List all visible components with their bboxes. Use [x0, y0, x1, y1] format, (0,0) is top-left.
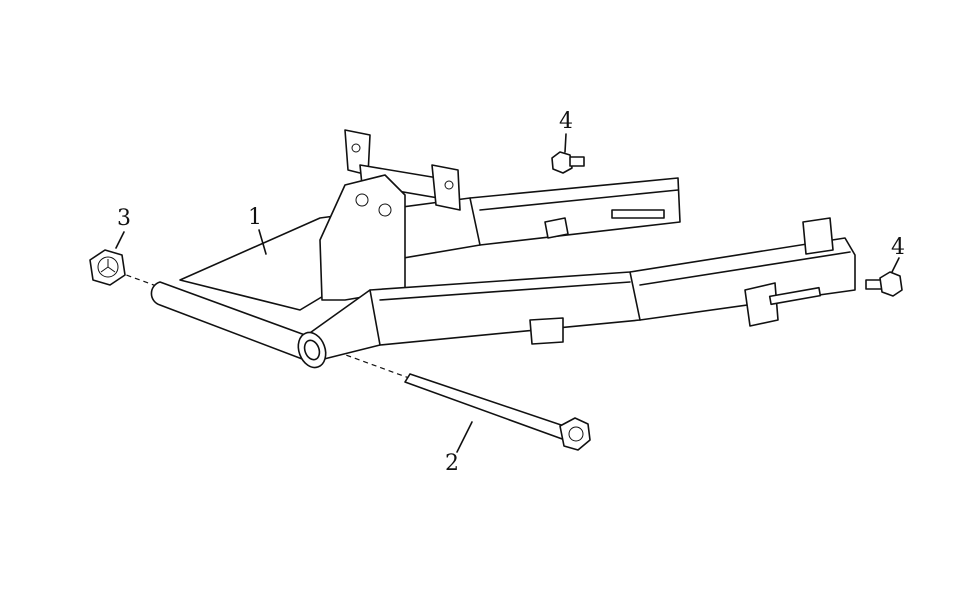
flange-bolt-top — [551, 151, 585, 174]
leader-line-4-top — [564, 133, 567, 153]
callout-4-right: 4 — [891, 235, 905, 260]
pivot-nut — [89, 249, 126, 286]
callout-4-top: 4 — [559, 109, 573, 134]
pivot-tube — [150, 281, 327, 369]
leader-line-2 — [456, 421, 473, 453]
leader-line-3 — [115, 231, 125, 249]
leader-line-4-right — [891, 257, 900, 273]
callout-1: 1 — [248, 205, 262, 230]
leader-line-1 — [258, 229, 267, 255]
callout-3: 3 — [117, 206, 131, 231]
gusset-plate — [319, 174, 406, 301]
pivot-bolt — [404, 373, 591, 451]
swingarm-right-arm — [299, 217, 856, 361]
upper-bracket — [344, 129, 461, 211]
callout-2: 2 — [445, 451, 459, 476]
flange-bolt-right — [865, 271, 903, 297]
